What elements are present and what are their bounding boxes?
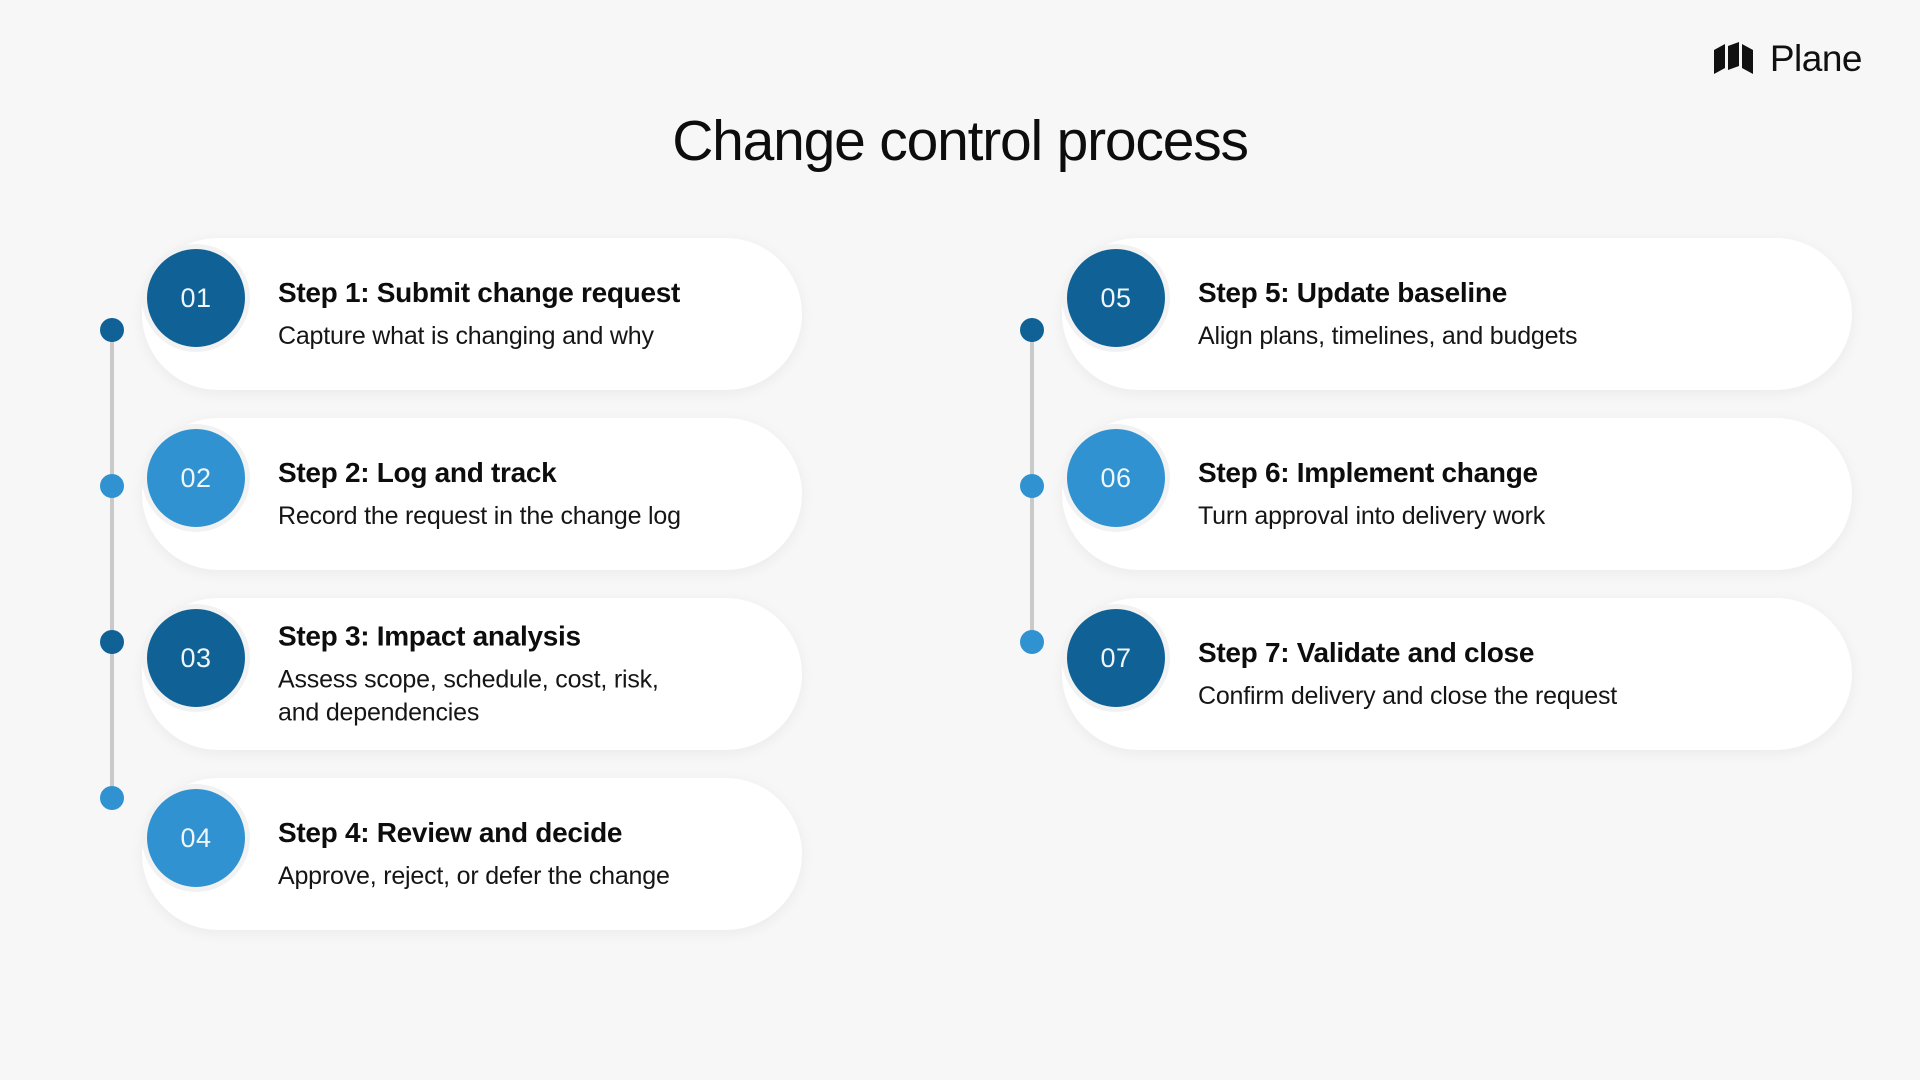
step-card[interactable]	[1062, 418, 1852, 570]
step-number: 04	[180, 822, 212, 853]
step-number: 05	[1100, 282, 1132, 313]
step-number: 06	[1100, 462, 1132, 493]
timeline-dot	[1020, 630, 1044, 654]
step-number: 02	[180, 462, 212, 493]
step-number-badge: 04	[142, 784, 250, 892]
step-row[interactable]: 01 Step 1: Submit change request Capture…	[100, 238, 900, 390]
step-title: Step 1: Submit change request	[278, 277, 681, 308]
step-number-badge: 06	[1062, 424, 1170, 532]
step-description: Record the request in the change log	[278, 502, 681, 530]
step-row[interactable]: 07 Step 7: Validate and close Confirm de…	[1020, 598, 1852, 750]
step-description: Confirm delivery and close the request	[1198, 682, 1617, 710]
step-description: Assess scope, schedule, cost, risk, and …	[278, 665, 659, 727]
timeline-dot	[100, 318, 124, 342]
brand-logo: Plane	[1712, 38, 1863, 79]
step-description: Align plans, timelines, and budgets	[1198, 322, 1578, 350]
step-card[interactable]	[1062, 598, 1852, 750]
step-title: Step 6: Implement change	[1198, 457, 1538, 488]
step-card[interactable]	[1062, 238, 1852, 390]
step-number-badge: 05	[1062, 244, 1170, 352]
page-title: Change control process	[672, 109, 1249, 173]
step-number-badge: 02	[142, 424, 250, 532]
step-text: Step 2: Log and track Record the request…	[278, 455, 878, 533]
step-number-badge: 03	[142, 604, 250, 712]
brand-name: Plane	[1769, 38, 1863, 79]
timeline-dot	[100, 630, 124, 654]
timeline-dot	[1020, 318, 1044, 342]
step-row[interactable]: 06 Step 6: Implement change Turn approva…	[1020, 418, 1852, 570]
step-text: Step 5: Update baseline Align plans, tim…	[1198, 275, 1798, 353]
step-card[interactable]	[142, 238, 802, 390]
step-text: Step 6: Implement change Turn approval i…	[1198, 455, 1798, 533]
step-text: Step 4: Review and decide Approve, rejec…	[278, 815, 878, 893]
step-number-badge: 07	[1062, 604, 1170, 712]
step-row[interactable]: 03 Step 3: Impact analysis Assess scope,…	[100, 598, 900, 750]
step-number-badge: 01	[142, 244, 250, 352]
timeline-rail-left	[110, 330, 114, 800]
timeline-dot	[100, 786, 124, 810]
plane-logo-icon	[1713, 41, 1753, 74]
timeline-dot	[100, 474, 124, 498]
step-number: 03	[180, 642, 212, 673]
left-column: 01 Step 1: Submit change request Capture…	[100, 238, 900, 958]
step-card[interactable]	[142, 598, 802, 750]
step-number: 01	[180, 282, 212, 313]
step-text: Step 1: Submit change request Capture wh…	[278, 275, 878, 353]
step-card[interactable]	[142, 778, 802, 930]
step-number: 07	[1100, 642, 1132, 673]
step-title: Step 2: Log and track	[278, 457, 557, 488]
step-row[interactable]: 04 Step 4: Review and decide Approve, re…	[100, 778, 900, 930]
step-row[interactable]: 02 Step 2: Log and track Record the requ…	[100, 418, 900, 570]
step-description: Turn approval into delivery work	[1198, 502, 1545, 530]
timeline-dot	[1020, 474, 1044, 498]
step-title: Step 5: Update baseline	[1198, 277, 1507, 308]
right-column: 05 Step 5: Update baseline Align plans, …	[1020, 238, 1852, 778]
step-card[interactable]	[142, 418, 802, 570]
step-title: Step 3: Impact analysis	[278, 620, 581, 652]
step-description: Capture what is changing and why	[278, 322, 654, 350]
step-text: Step 7: Validate and close Confirm deliv…	[1198, 635, 1798, 713]
step-row[interactable]: 05 Step 5: Update baseline Align plans, …	[1020, 238, 1852, 390]
step-description: Approve, reject, or defer the change	[278, 862, 670, 890]
step-title: Step 4: Review and decide	[278, 817, 623, 848]
step-title: Step 7: Validate and close	[1198, 637, 1535, 668]
step-text: Step 3: Impact analysis Assess scope, sc…	[278, 619, 878, 730]
